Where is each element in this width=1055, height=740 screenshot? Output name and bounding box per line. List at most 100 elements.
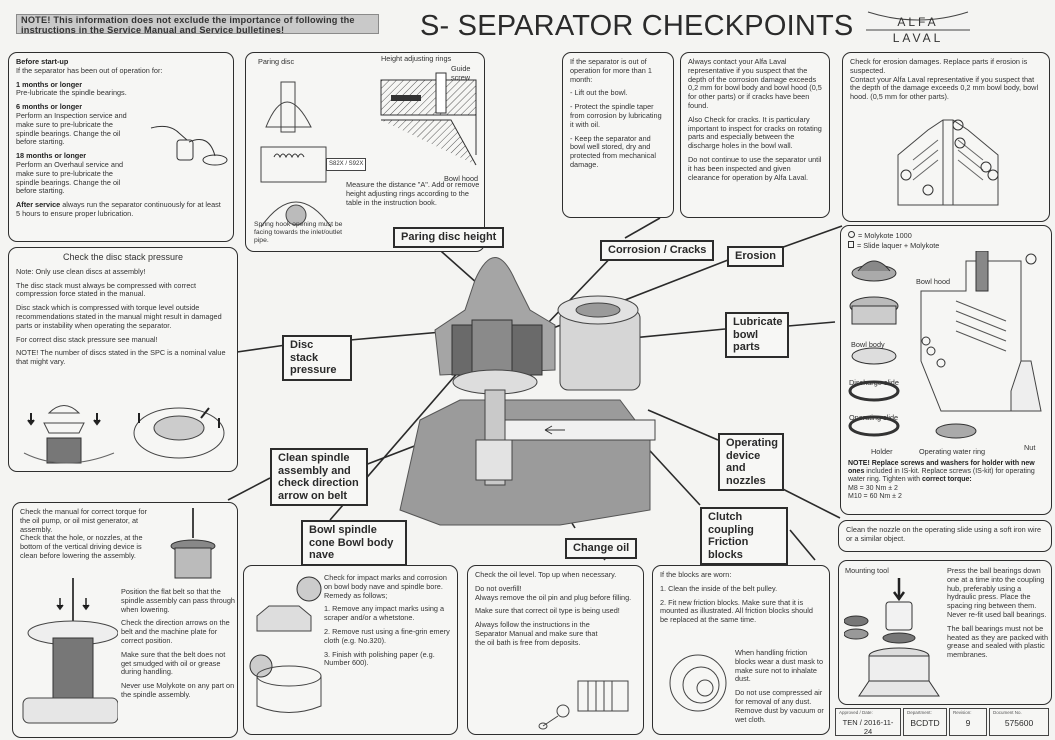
part-label: Holder: [871, 447, 893, 456]
impact-instructions: Check for impact marks and corrosion on …: [324, 573, 454, 673]
spindle-assembly-panel: Check the manual for correct torque for …: [12, 502, 238, 738]
document-number-value: 575600: [1004, 718, 1034, 728]
oil-can-icon: [150, 125, 228, 166]
ball-bearing-press-drawing: [844, 578, 940, 697]
part-label: Nut: [1024, 443, 1036, 452]
part-label: Discharge slide: [849, 378, 899, 387]
oil-text: Check the oil level. Top up when necessa…: [475, 570, 617, 579]
part-label: Bowl hood: [916, 277, 951, 286]
bowl-parts-exploded-drawing: [848, 251, 1042, 439]
connector-line: [774, 225, 843, 251]
document-info-table: Approved / Date: TEN / 2016-11-24 Depart…: [835, 708, 1050, 736]
change-oil-panel: Check the oil level. Top up when necessa…: [467, 565, 644, 735]
torque-note-bold: NOTE! Replace screws and washers for hol…: [848, 460, 1035, 476]
connector-line: [229, 344, 287, 354]
square-symbol-icon: [848, 240, 854, 248]
impact-step: 2. Remove rust using a fine-grin emery c…: [324, 626, 450, 645]
mounting-tool-label: Mounting tool: [845, 566, 889, 575]
paring-disc-panel: Paring disc Height adjusting rings Guide…: [245, 52, 485, 252]
oil-text: Make sure that correct oil type is being…: [475, 606, 620, 616]
erosion-text: Contact your Alfa Laval representative i…: [850, 74, 1039, 102]
disc-stack-heading: Check the disc stack pressure: [62, 252, 184, 262]
dust-mask-note: When handling friction blocks wear a dus…: [735, 648, 824, 684]
ball-bearing-text: Press the ball bearings down one at a ti…: [947, 566, 1047, 619]
spindle-lowering-drawing: [22, 578, 118, 724]
friction-step: 2. Fit new friction blocks. Make sure th…: [660, 597, 813, 625]
logo-top-text: ALFA: [897, 15, 938, 29]
torque-value: M10 = 60 Nm ± 2: [848, 492, 902, 500]
friction-intro: If the blocks are worn:: [660, 570, 732, 579]
before-startup-intro: If the separator has been out of operati…: [16, 65, 163, 75]
oil-plug-text: Always remove the oil pin and plug befor…: [475, 592, 632, 602]
connector-line: [787, 321, 836, 327]
part-label: Operating water ring: [919, 447, 986, 456]
torque-note-label: correct torque:: [921, 476, 972, 484]
callout-erosion: Erosion: [727, 246, 784, 267]
corrosion-text: Always contact your Alfa Laval represent…: [688, 57, 822, 110]
torque-note: NOTE! Replace screws and washers for hol…: [848, 460, 1048, 501]
revision-cell: Revision: 9: [949, 708, 987, 736]
part-label: Bowl body: [851, 340, 885, 349]
disc-stack-text: For correct disc stack pressure see manu…: [16, 334, 158, 344]
separator-illustration: [399, 257, 656, 526]
callout-lubricate-bowl-parts: Lubricate bowl parts: [725, 312, 789, 358]
legend-circle-label: = Molykote 1000: [858, 231, 912, 240]
spindle-text: Check the direction arrows on the belt a…: [121, 618, 230, 645]
oil-text: Do not overfill!Always remove the oil pi…: [475, 584, 636, 603]
callout-bowl-spindle-cone: Bowl spindle cone Bowl body nave: [301, 520, 407, 566]
alfa-laval-logo: ALFA LAVAL: [866, 11, 970, 45]
out-of-operation-item: - Keep the separator and bowl well store…: [570, 133, 656, 169]
driving-device-drawing: [170, 508, 216, 579]
after-service-title: After service: [16, 200, 61, 210]
legend-square-label: = Slide laquer + Molykote: [857, 240, 940, 250]
document-number-cell: Document No. 575600: [989, 708, 1049, 736]
fig-label-height-rings: Height adjusting rings: [381, 54, 452, 63]
disc-stack-text: Disc stack which is compressed with torq…: [16, 303, 222, 330]
impact-remedy: Remedy as follows;: [324, 590, 388, 600]
torque-value: M8 = 30 Nm ± 2: [848, 484, 898, 492]
approved-label: Approved / Date:: [839, 710, 873, 715]
spring-hook-note: Spring hook opening must be facing towar…: [254, 221, 343, 244]
interval-title: 1 months or longer: [16, 79, 83, 89]
disc-stack-text: Note: Only use clean discs at assembly!: [16, 266, 146, 276]
friction-blocks-panel: If the blocks are worn: 1. Clean the ins…: [652, 565, 830, 735]
approved-value: TEN / 2016-11-24: [842, 718, 894, 736]
impact-step-text: Remove any impact marks using a scraper …: [324, 604, 445, 623]
interval-title: 6 months or longer: [16, 102, 83, 112]
ball-bearings-panel: Mounting tool Press the ball bearings do…: [838, 560, 1052, 705]
warning-note: NOTE! This information does not exclude …: [16, 14, 379, 34]
disc-stack-text: NOTE! The number of discs stated in the …: [16, 348, 226, 367]
callout-clutch-coupling: Clutch coupling Friction blocks: [700, 507, 788, 565]
callout-change-oil: Change oil: [565, 538, 638, 559]
spindle-text: Check that the hole, or nozzles, at the …: [20, 533, 143, 560]
friction-warnings: When handling friction blocks wear a dus…: [735, 648, 827, 729]
height-rings-section-drawing: [380, 72, 477, 166]
revision-label: Revision:: [953, 710, 972, 715]
bowl-nave-drawing: [249, 576, 322, 713]
corrosion-panel: Always contact your Alfa Laval represent…: [680, 52, 830, 218]
spindle-text: Make sure that the belt does not get smu…: [121, 649, 226, 677]
torque-note-text: included in IS-kit. Replace screws (IS-k…: [848, 468, 1035, 484]
before-startup-heading: Before start-up: [16, 57, 69, 66]
disc-stack-panel: Check the disc stack pressure Note: Only…: [8, 247, 238, 472]
paring-disc-drawing: [260, 81, 332, 228]
disc-stack-text: The disc stack must always be compressed…: [16, 280, 197, 299]
department-value: BCDTD: [910, 718, 940, 728]
callout-clean-spindle: Clean spindle assembly and check directi…: [270, 448, 368, 506]
department-cell: Department: BCDTD: [903, 708, 947, 736]
approved-cell: Approved / Date: TEN / 2016-11-24: [835, 708, 901, 736]
out-of-operation-item: - Lift out the bowl.: [570, 88, 628, 98]
out-of-operation-intro: If the separator is out of operation for…: [570, 57, 652, 84]
callout-operating-device: Operating device and nozzles: [718, 433, 784, 491]
impact-step-text: Remove rust using a fine-grin emery clot…: [324, 626, 450, 645]
ball-bearing-text: The ball bearings must not be heated as …: [947, 623, 1049, 660]
connector-line: [789, 529, 816, 561]
connector-line: [227, 477, 271, 501]
spindle-text: Check the manual for correct torque for …: [20, 507, 147, 534]
erosion-panel: Check for erosion damages. Replace parts…: [842, 52, 1050, 222]
out-of-operation-item: - Protect the spindle taper from corrosi…: [570, 102, 662, 129]
logo-bottom-text: LAVAL: [893, 31, 944, 45]
friction-step-text: Clean the inside of the belt pulley.: [668, 583, 778, 593]
part-label: Operating slide: [849, 413, 899, 422]
